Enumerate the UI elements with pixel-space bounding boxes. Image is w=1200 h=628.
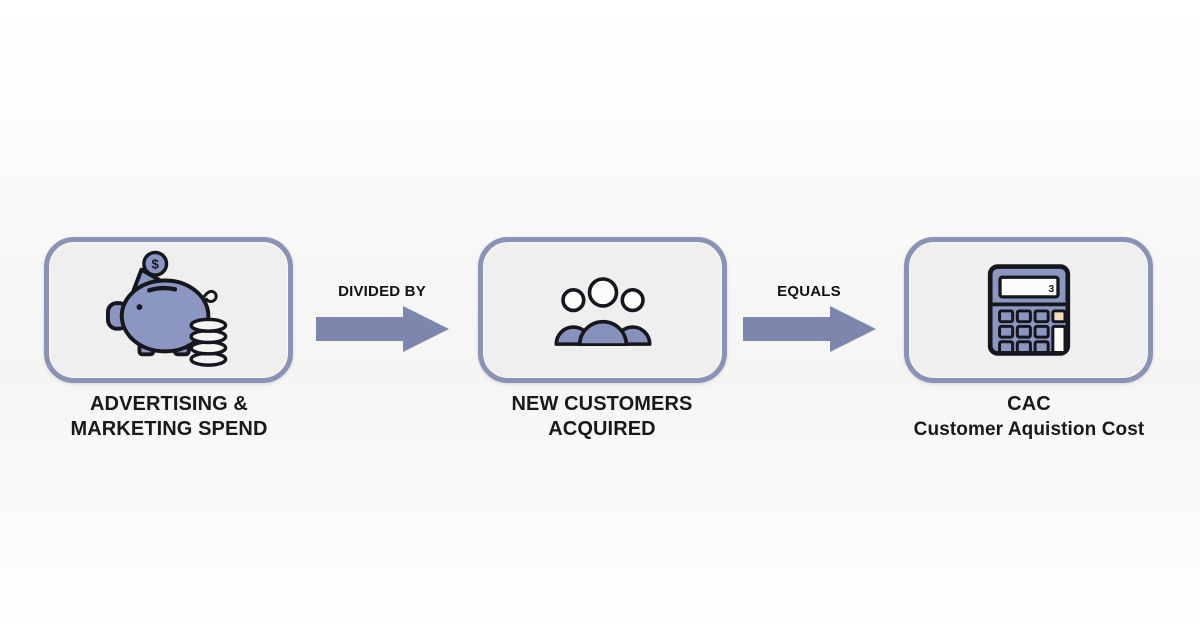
calculator-display-digit: 3: [1048, 284, 1054, 295]
node-label-advertising-spend: ADVERTISING & MARKETING SPEND: [24, 392, 314, 442]
node-box-cac: 3: [904, 237, 1153, 383]
piggy-bank-icon: $: [105, 250, 227, 367]
calculator-icon: 3: [987, 264, 1070, 356]
node-label-new-customers: NEW CUSTOMERS ACQUIRED: [457, 392, 747, 442]
node-box-advertising-spend: $: [44, 237, 293, 383]
arrow-right-icon: [316, 306, 449, 352]
node-label-line: MARKETING SPEND: [70, 418, 268, 440]
arrow-right-icon: [743, 306, 876, 352]
node-label-line: ACQUIRED: [548, 418, 656, 440]
node-label-line: ADVERTISING &: [90, 393, 248, 415]
node-label-line: NEW CUSTOMERS: [511, 393, 693, 415]
connector-label-equals: EQUALS: [777, 283, 841, 300]
dollar-sign-glyph: $: [151, 257, 159, 272]
node-label-cac: CAC Customer Aquistion Cost: [884, 392, 1174, 442]
node-box-new-customers: [478, 237, 727, 383]
people-group-icon: [553, 277, 652, 346]
node-label-line: Customer Aquistion Cost: [913, 419, 1145, 440]
node-label-line: CAC: [1007, 393, 1051, 415]
connector-label-divided-by: DIVIDED BY: [338, 283, 426, 300]
